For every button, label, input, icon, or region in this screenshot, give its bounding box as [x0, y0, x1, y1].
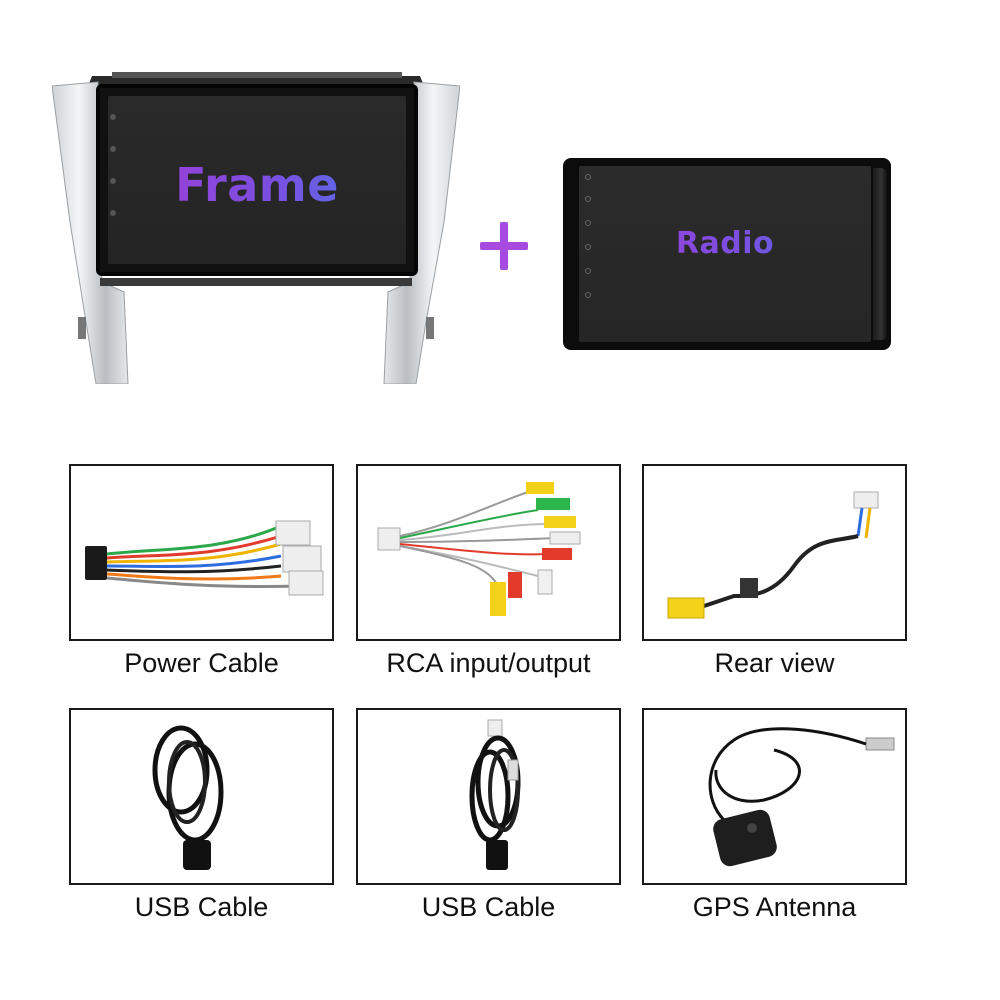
- home-icon: [110, 114, 116, 120]
- power-cable-harness-icon: [85, 520, 324, 596]
- gps-antenna-caption: GPS Antenna: [692, 892, 857, 922]
- volume-icon: [110, 178, 116, 184]
- plus-icon: [480, 222, 528, 270]
- gps-antenna-box: [642, 708, 907, 885]
- radio-product-image: Radio: [563, 158, 891, 350]
- power-cable-caption: Power Cable: [124, 648, 279, 678]
- rear-view-camera-cable-icon: [667, 491, 879, 619]
- rear-view-box: [642, 464, 907, 641]
- power-cable-box: [69, 464, 334, 641]
- usb-cable-caption-1: USB Cable: [134, 892, 269, 922]
- home-icon: [585, 220, 591, 226]
- back-icon: [585, 244, 591, 250]
- rca-cable-box: [356, 464, 621, 641]
- frame-product-image: Frame: [52, 72, 460, 384]
- radio-screen: Radio: [579, 166, 871, 342]
- volume-up-icon: [585, 268, 591, 274]
- usb-cable-coil-icon: [152, 725, 224, 870]
- rear-view-caption: Rear view: [714, 648, 835, 678]
- mic-icon: [585, 174, 591, 180]
- frame-screen: Frame: [96, 84, 418, 276]
- usb-cable-box-1: [69, 708, 334, 885]
- rca-caption: RCA input/output: [386, 648, 591, 678]
- frame-label: Frame: [108, 158, 406, 212]
- gps-antenna-icon: [708, 727, 895, 867]
- power-icon: [110, 210, 116, 216]
- volume-down-icon: [585, 292, 591, 298]
- frame-bezel-graphic: [52, 72, 460, 384]
- power-icon: [585, 196, 591, 202]
- radio-label: Radio: [579, 226, 871, 261]
- rca-cable-bundle-icon: [377, 482, 581, 616]
- usb-cable-coil-icon: [469, 719, 521, 870]
- usb-cable-box-2: [356, 708, 621, 885]
- back-icon: [110, 146, 116, 152]
- usb-cable-caption-2: USB Cable: [421, 892, 556, 922]
